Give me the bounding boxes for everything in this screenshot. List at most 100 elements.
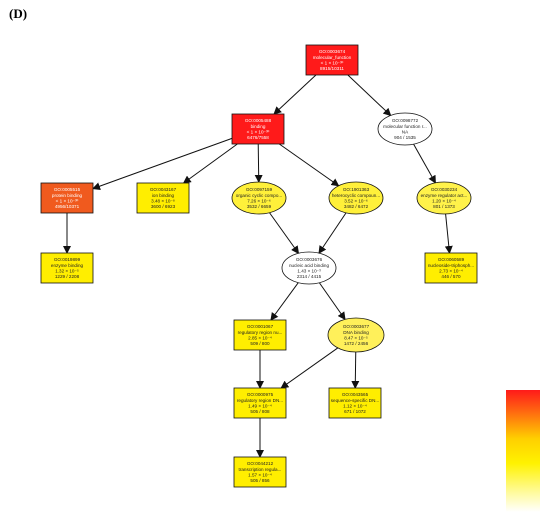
node-nucleic-acid-binding-shape [281, 251, 337, 285]
node-regulatory-region-dna-line-2: 1.49 × 10⁻⁴ [248, 403, 272, 408]
node-organic-cyclic-compound-line-3: 3532 / 6659 [247, 204, 272, 209]
node-protein-binding-line-1: protein binding [52, 193, 83, 198]
edge-n13-to-n15 [351, 351, 360, 389]
node-enzyme-binding-shape [40, 252, 94, 284]
node-nucleoside-triphosphatase-line-2: 2.73 × 10⁻⁴ [439, 268, 463, 273]
node-regulatory-region-dna-line-1: regulatory region DN... [237, 398, 283, 403]
node-nucleoside-triphosphatase-shape [424, 252, 478, 284]
node-molecular-function-root-line-3: 8915/10311 [320, 66, 344, 71]
node-enzyme-regulator-line-2: 1.20 × 10⁻⁴ [432, 198, 456, 203]
node-nucleoside-triphosphatase-line-0: GO:0060589 [438, 257, 465, 262]
node-sequence-specific-dna-line-3: 671 / 1072 [344, 409, 366, 414]
node-transcription-regulatory-shape [233, 456, 287, 488]
node-regulatory-region-dna-shape [233, 387, 287, 419]
node-regulatory-region-dna-line-0: GO:0000975 [247, 392, 274, 397]
node-transcription-regulatory-line-1: transcription regula... [239, 467, 282, 472]
node-molecular-function-regulator-line-1: molecular function r... [383, 124, 427, 129]
node-dna-binding-line-0: GO:0003677 [343, 324, 370, 329]
node-ion-binding-line-3: 3600 / 6923 [151, 204, 176, 209]
node-nucleoside-triphosphatase-line-1: nucleoside-triphosph... [428, 263, 474, 268]
edge-n2-to-n7 [279, 143, 340, 187]
node-molecular-function-regulator-shape [377, 112, 433, 146]
node-dna-binding-line-1: DNA binding [343, 330, 369, 335]
edge-n10-to-n13 [318, 282, 346, 321]
edge-n8-to-n11 [444, 213, 453, 254]
node-regulatory-region-line-2: 2.85 × 10⁻⁴ [248, 335, 272, 340]
node-enzyme-binding-line-3: 1229 / 2208 [55, 274, 80, 279]
node-protein-binding-line-0: GO:0005515 [54, 187, 81, 192]
node-nucleic-acid-binding-line-1: nucleic acid binding [289, 263, 330, 268]
node-organic-cyclic-compound-shape [231, 181, 287, 215]
node-binding-shape [231, 113, 285, 145]
node-transcription-regulatory-line-2: 1.57 × 10⁻⁴ [248, 472, 272, 477]
node-ion-binding-line-0: GO:0043167 [150, 187, 177, 192]
edge-n2-to-n6 [254, 143, 263, 184]
node-organic-cyclic-compound-line-0: GO:0097159 [246, 187, 273, 192]
node-regulatory-region-line-1: regulatory region nu... [238, 330, 283, 335]
node-binding-line-3: 6476/7558 [247, 135, 269, 140]
node-molecular-function-regulator-line-2: NA [402, 129, 409, 134]
node-molecular-function-regulator-line-0: GO:0098772 [392, 118, 419, 123]
edge-n10-to-n12 [270, 282, 299, 321]
node-molecular-function-regulator-line-3: 904 / 1535 [394, 135, 416, 140]
node-enzyme-regulator-shape [416, 181, 472, 215]
node-ion-binding-shape [136, 182, 190, 214]
node-heterocyclic-compound-line-0: GO:1901363 [343, 187, 370, 192]
node-nucleic-acid-binding-line-3: 2314 / 4415 [297, 274, 322, 279]
node-binding-line-2: < 1 × 10⁻³⁰ [247, 129, 270, 134]
node-enzyme-regulator-line-3: 801 / 1373 [433, 204, 455, 209]
edge-n1-to-n2 [273, 74, 317, 115]
node-transcription-regulatory-line-0: GO:0044212 [247, 461, 274, 466]
node-sequence-specific-dna-line-1: sequence-specific DN... [331, 398, 380, 403]
node-regulatory-region-line-0: GO:0001067 [247, 324, 274, 329]
node-regulatory-region-shape [233, 319, 287, 351]
node-transcription-regulatory-line-3: 505 / 856 [250, 478, 270, 483]
node-enzyme-binding-line-2: 1.32 × 10⁻⁵ [55, 268, 79, 273]
node-nucleoside-triphosphatase-line-3: 446 / 570 [441, 274, 461, 279]
edge-n7-to-n10 [318, 212, 347, 254]
node-nucleic-acid-binding-line-2: 1.43 × 10⁻³ [297, 268, 321, 273]
node-molecular-function-root-line-1: molecular_function [313, 55, 352, 60]
node-molecular-function-root-line-2: < 1 × 10⁻³⁰ [321, 60, 344, 65]
edges-layer [63, 74, 453, 458]
node-heterocyclic-compound-line-3: 3482 / 6472 [344, 204, 369, 209]
node-enzyme-regulator-line-0: GO:0030234 [431, 187, 458, 192]
edge-n13-to-n14 [280, 347, 339, 389]
node-ion-binding-line-1: ion binding [152, 193, 175, 198]
node-protein-binding-line-2: < 1 × 10⁻³⁰ [56, 198, 79, 203]
node-enzyme-binding-line-1: enzyme binding [51, 263, 84, 268]
node-binding-line-1: binding [251, 124, 266, 129]
node-heterocyclic-compound-line-1: heterocyclic compoun... [332, 193, 380, 198]
node-nucleic-acid-binding-line-0: GO:0003676 [296, 257, 323, 262]
panel-label: (D) [9, 6, 28, 21]
node-sequence-specific-dna-shape [328, 387, 382, 419]
node-molecular-function-root-line-0: GO:0003674 [319, 49, 346, 54]
node-enzyme-regulator-line-1: enzyme regulator act... [421, 193, 468, 198]
node-molecular-function-root-shape [305, 44, 359, 76]
color-scale-bar [506, 390, 540, 512]
edge-n2-to-n5 [182, 143, 238, 184]
node-organic-cyclic-compound-line-1: organic cyclic compo... [236, 193, 282, 198]
node-dna-binding-line-2: 8.47 × 10⁻⁵ [344, 335, 368, 340]
node-dna-binding-line-3: 1472 / 2456 [344, 341, 369, 346]
node-enzyme-binding-line-0: GO:0019899 [54, 257, 81, 262]
node-regulatory-region-dna-line-3: 505 / 808 [250, 409, 270, 414]
node-heterocyclic-compound-line-2: 3.52 × 10⁻⁶ [344, 198, 368, 203]
edge-n6-to-n10 [269, 212, 300, 255]
node-ion-binding-line-2: 3.48 × 10⁻⁸ [151, 198, 175, 203]
edge-n1-to-n3 [347, 74, 392, 117]
